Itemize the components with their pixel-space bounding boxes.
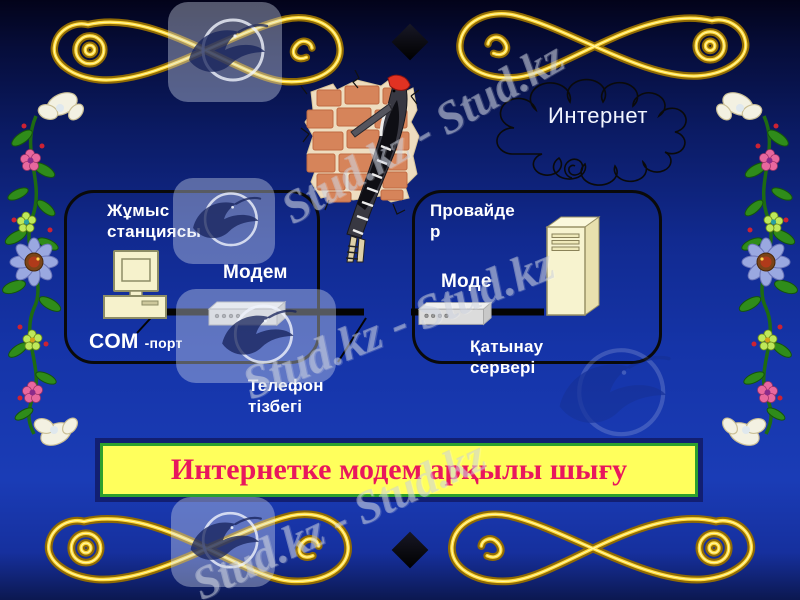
com-port-suffix: -порт — [144, 335, 183, 351]
modem-device-left — [207, 300, 287, 327]
phone-line-label: Телефон тізбегі — [248, 375, 324, 417]
woodpecker-brick-clipart — [300, 70, 420, 263]
phone-line-line1: Телефон — [248, 376, 324, 395]
provider-modem-label: Моде — [441, 271, 492, 292]
workstation-modem-label: Модем — [223, 262, 288, 283]
internet-cloud — [476, 70, 746, 192]
access-server-label: Қатынау сервері — [470, 336, 543, 378]
com-port-label: COM -порт — [89, 331, 183, 354]
provider-title-line1: Провайде — [430, 201, 515, 220]
provider-title-line2: р — [430, 222, 441, 241]
access-server-line1: Қатынау — [470, 337, 544, 356]
workstation-title: Жұмыс станциясы — [107, 200, 201, 242]
internet-label: Интернет — [548, 103, 648, 128]
workstation-title-line2: станциясы — [107, 222, 202, 241]
provider-box — [412, 190, 662, 364]
cloud-outline — [496, 78, 687, 186]
cloud-spiral — [563, 158, 584, 179]
workstation-title-line1: Жұмыс — [107, 201, 170, 220]
title-banner-text: Интернетке модем арқылы шығу — [170, 453, 628, 486]
phone-line-pointer — [337, 317, 367, 363]
computer-icon — [103, 250, 167, 319]
provider-title: Провайде р — [430, 200, 515, 242]
title-banner: Интернетке модем арқылы шығу — [100, 443, 698, 497]
modem-device-right — [417, 301, 493, 326]
server-tower-icon — [545, 216, 601, 316]
com-port-text: COM — [89, 330, 139, 353]
phone-line-line2: тізбегі — [248, 397, 303, 416]
access-server-line2: сервері — [470, 358, 536, 377]
